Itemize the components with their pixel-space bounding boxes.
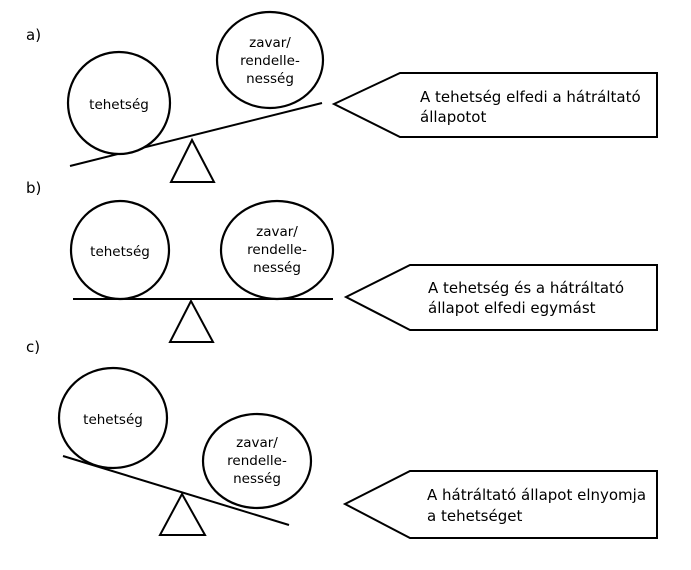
talent-label: tehetség <box>83 412 143 428</box>
disorder-circle <box>201 412 313 510</box>
panel-b: b) tehetség zavar/ rendelle- nesség A te… <box>26 179 658 343</box>
seesaw-beam <box>69 102 323 167</box>
disorder-circle <box>219 199 335 301</box>
fulcrum-triangle <box>158 491 207 536</box>
disorder-label-line: nesség <box>253 260 301 276</box>
disorder-label-line: nesség <box>233 471 281 487</box>
callout-arrow <box>342 470 658 539</box>
callout-arrow <box>331 72 658 138</box>
callout-text-line: A tehetség elfedi a hátráltató <box>420 88 641 106</box>
callout-text-line: állapotot <box>420 108 486 126</box>
talent-circle <box>69 199 171 301</box>
disorder-circle <box>215 10 325 110</box>
talent-circle <box>66 50 172 156</box>
panel-label: a) <box>26 26 41 44</box>
panel-c: c) tehetség zavar/ rendelle- nesség A há… <box>26 338 658 539</box>
callout-text-line: A hátráltató állapot elnyomja <box>427 486 646 504</box>
callout-arrow <box>343 264 658 331</box>
disorder-label-line: nesség <box>246 71 294 87</box>
callout-text-line: A tehetség és a hátráltató <box>428 279 624 297</box>
panel-label: c) <box>26 338 40 356</box>
fulcrum-triangle <box>169 137 216 183</box>
talent-circle <box>57 366 169 470</box>
talent-label: tehetség <box>90 244 150 260</box>
callout-text-line: a tehetséget <box>427 507 522 525</box>
disorder-label-line: zavar/ <box>256 224 298 240</box>
disorder-label-line: rendelle- <box>227 453 287 469</box>
disorder-label-line: rendelle- <box>247 242 307 258</box>
panel-a: a) tehetség zavar/ rendelle- nesség A te… <box>26 10 658 183</box>
disorder-label-line: zavar/ <box>236 435 278 451</box>
disorder-label-line: zavar/ <box>249 35 291 51</box>
fulcrum-triangle <box>168 298 215 343</box>
disorder-label-line: rendelle- <box>240 53 300 69</box>
talent-label: tehetség <box>89 97 149 113</box>
callout-text-line: állapot elfedi egymást <box>428 299 596 317</box>
panel-label: b) <box>26 179 41 197</box>
